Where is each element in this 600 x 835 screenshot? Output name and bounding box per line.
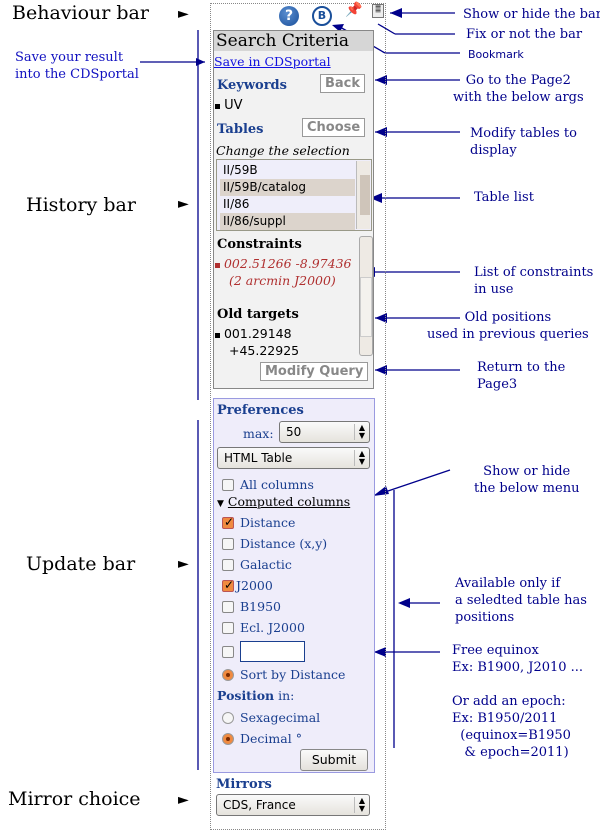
- save-cdsportal-link[interactable]: Save in CDSportal: [214, 54, 331, 69]
- tables-label: Tables: [217, 122, 264, 137]
- mirrors-label: Mirrors: [216, 777, 272, 792]
- column-checkbox-b1950[interactable]: B1950: [222, 598, 281, 614]
- note-old-positions: Old positions used in previous queries: [427, 310, 589, 342]
- decimal-radio[interactable]: Decimal °: [222, 730, 302, 746]
- computed-columns-toggle[interactable]: ▼ Computed columns: [217, 494, 351, 509]
- history-bar: Search Criteria Save in CDSportal Keywor…: [213, 30, 374, 389]
- label-mirror-choice: Mirror choice: [8, 788, 141, 810]
- toggle-bar-icon[interactable]: ≡≡: [372, 3, 384, 18]
- table-list-item[interactable]: II/86/suppl: [220, 213, 355, 230]
- label-history-bar: History bar: [26, 194, 136, 216]
- all-columns-checkbox[interactable]: All columns: [222, 476, 314, 492]
- note-free-equinox: Free equinox Ex: B1900, J2010 ... Or add…: [452, 643, 584, 760]
- cds-sidebar: [210, 3, 386, 830]
- note-modify-tables: Modify tables to display: [470, 126, 577, 158]
- pointer-icon: ►: [178, 196, 189, 212]
- free-equinox-input[interactable]: [240, 641, 305, 662]
- submit-button[interactable]: Submit: [300, 749, 368, 771]
- max-label: max:: [243, 426, 274, 441]
- help-icon[interactable]: ?: [279, 6, 299, 26]
- old-target-item[interactable]: 001.29148+45.22925: [215, 325, 299, 359]
- table-list[interactable]: II/59B II/59B/catalog II/86 II/86/suppl: [216, 159, 372, 231]
- position-label: Position in:: [217, 688, 295, 703]
- note-bookmark: Bookmark: [468, 48, 524, 61]
- label-save-note: Save your result into the CDSportal: [15, 50, 139, 82]
- table-list-item[interactable]: II/59B/catalog: [220, 179, 355, 196]
- label-behaviour-bar: Behaviour bar: [12, 2, 149, 24]
- table-list-item[interactable]: II/59B: [223, 163, 258, 177]
- pointer-icon: ►: [178, 556, 189, 572]
- keyword-item: UV: [215, 98, 243, 113]
- spinner-icon: ▲▼: [354, 450, 369, 466]
- note-show-hide-menu: Show or hide the below menu: [474, 464, 580, 496]
- sort-by-distance-radio[interactable]: Sort by Distance: [222, 666, 345, 682]
- note-go-page2: Go to the Page2 with the below args: [453, 73, 584, 105]
- spinner-icon: ▲▼: [354, 797, 369, 813]
- format-select[interactable]: HTML Table▲▼: [217, 447, 370, 469]
- pointer-icon: ►: [178, 6, 189, 22]
- constraint-item: 002.51266 -8.97436(2 arcmin J2000): [215, 255, 358, 289]
- pointer-icon: ►: [178, 792, 189, 808]
- column-checkbox-galactic[interactable]: Galactic: [222, 556, 292, 572]
- column-checkbox-distance-xy[interactable]: Distance (x,y): [222, 535, 327, 551]
- sexagecimal-radio[interactable]: Sexagecimal: [222, 709, 320, 725]
- bookmark-icon[interactable]: B: [312, 6, 332, 26]
- free-equinox-checkbox[interactable]: [222, 645, 234, 658]
- old-targets-label: Old targets: [217, 307, 299, 322]
- note-fix-bar: Fix or not the bar: [466, 27, 583, 42]
- constraints-label: Constraints: [217, 237, 302, 252]
- modify-query-button[interactable]: Modify Query: [260, 362, 369, 381]
- column-checkbox-j2000[interactable]: J2000: [222, 577, 273, 593]
- mirror-select[interactable]: CDS, France▲▼: [216, 794, 370, 816]
- free-equinox-row: [222, 641, 305, 662]
- update-bar: Preferences max: 50▲▼ HTML Table▲▼ All c…: [213, 398, 375, 773]
- column-checkbox-ecl-j2000[interactable]: Ecl. J2000: [222, 619, 305, 635]
- note-show-hide-bar: Show or hide the bar: [463, 7, 600, 22]
- history-scrollbar[interactable]: [359, 236, 373, 356]
- note-return-page3: Return to the Page3: [477, 360, 566, 392]
- note-table-list: Table list: [474, 190, 534, 205]
- keywords-label: Keywords: [217, 78, 287, 93]
- note-constraints: List of constraints in use: [474, 265, 594, 297]
- pin-icon[interactable]: 📌: [345, 2, 363, 18]
- change-selection-label: Change the selection: [216, 143, 350, 158]
- choose-button[interactable]: Choose: [302, 118, 366, 137]
- label-update-bar: Update bar: [26, 553, 136, 575]
- table-list-scrollbar[interactable]: [356, 161, 370, 229]
- back-button[interactable]: Back: [320, 74, 366, 93]
- spinner-icon: ▲▼: [354, 424, 369, 440]
- preferences-label: Preferences: [217, 403, 304, 418]
- max-select[interactable]: 50▲▼: [279, 421, 370, 443]
- table-list-item[interactable]: II/86: [223, 197, 250, 211]
- note-available-only: Available only if a seledted table has p…: [455, 576, 587, 625]
- column-checkbox-distance[interactable]: Distance: [222, 514, 295, 530]
- history-title: Search Criteria: [214, 31, 373, 51]
